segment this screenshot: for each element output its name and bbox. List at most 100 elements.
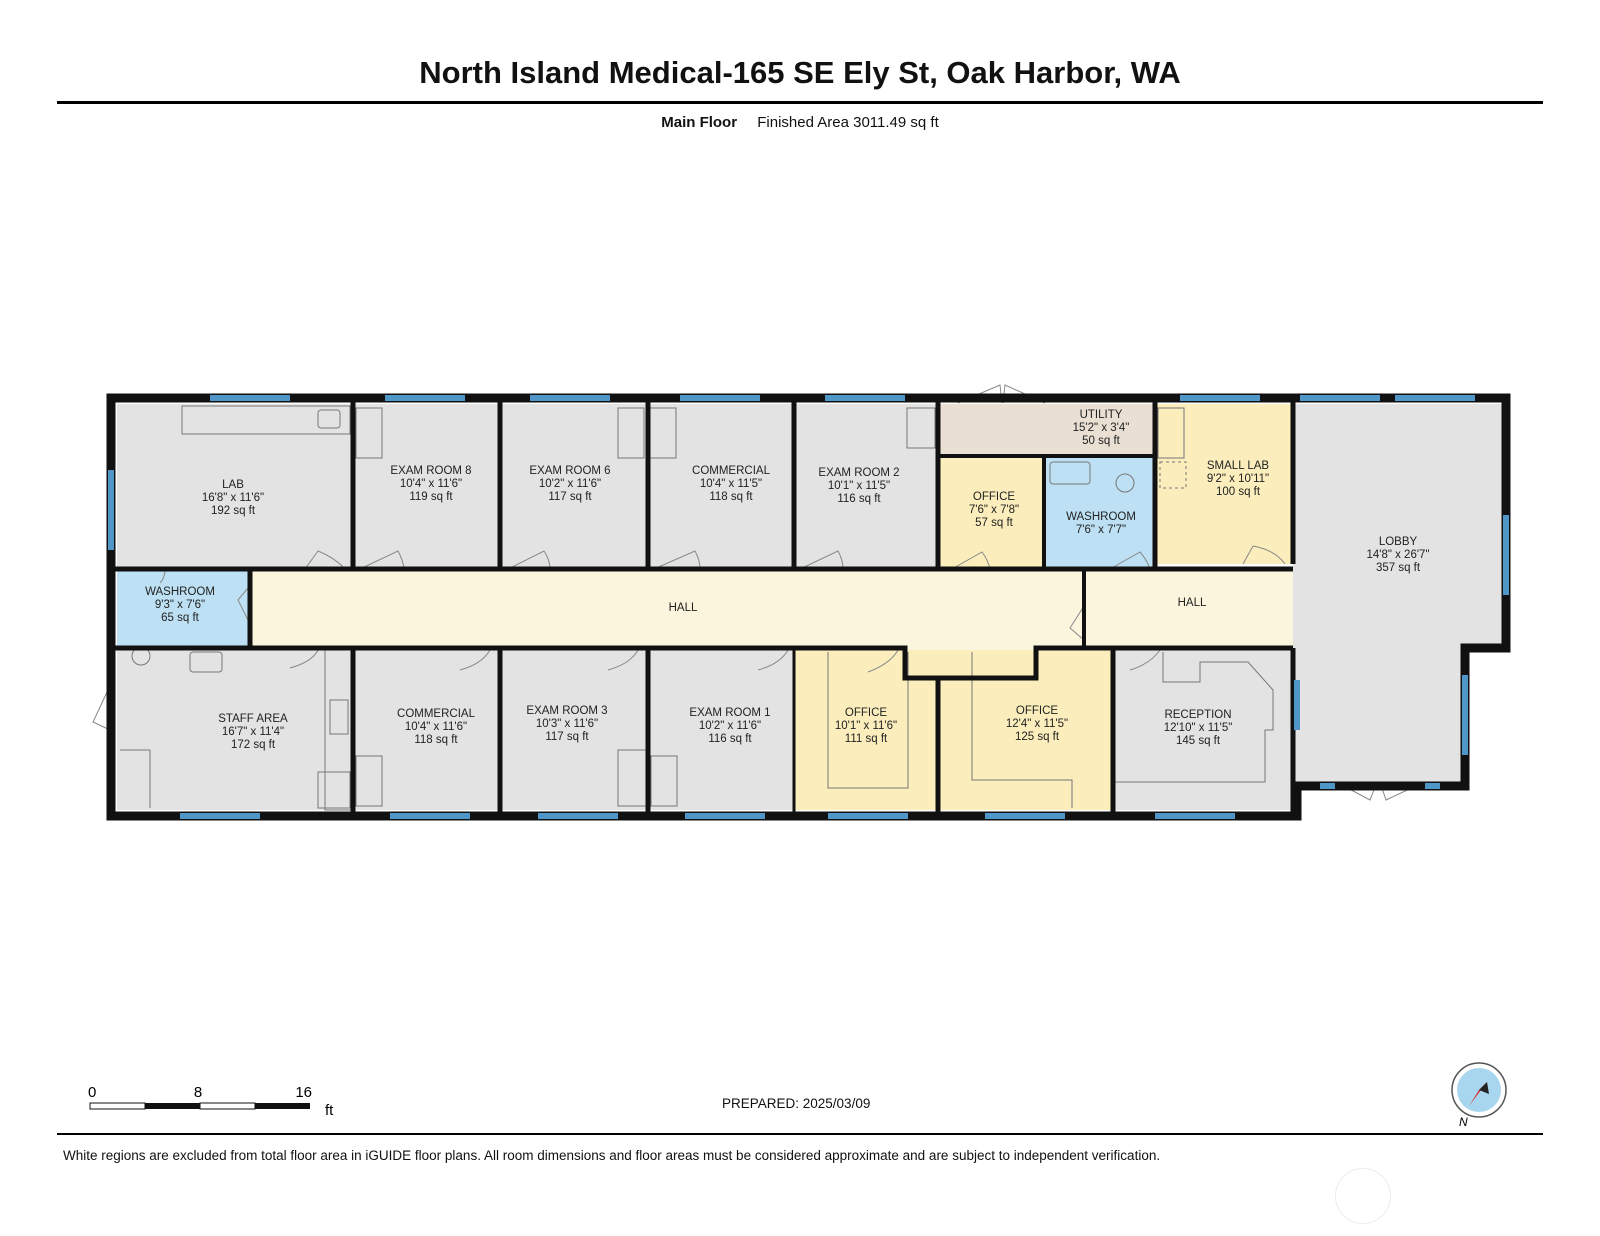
room-name: OFFICE — [845, 707, 887, 719]
room-name: RECEPTION — [1164, 709, 1231, 721]
sink-staff-icon — [329, 699, 349, 735]
room-dims: 10'2" x 11'6" — [539, 478, 601, 490]
room-dims: 12'10" x 11'5" — [1164, 722, 1233, 734]
room-area: 57 sq ft — [975, 517, 1014, 529]
room-fill-office-sm — [938, 456, 1044, 569]
door-small-lab — [1242, 545, 1286, 565]
room-dims: 9'2" x 10'11" — [1207, 473, 1269, 485]
sink-washroom-top-icon — [1049, 461, 1091, 485]
room-fill-staff — [117, 650, 353, 810]
room-name: STAFF AREA — [218, 713, 288, 725]
counter-office-a — [827, 652, 909, 789]
sink-exam1-icon — [650, 755, 678, 807]
room-fill-utility — [938, 404, 1155, 456]
room-fill-comm-top — [648, 404, 794, 569]
room-area: 111 sq ft — [845, 733, 888, 745]
sink-exam8-icon — [355, 407, 383, 459]
room-dims: 14'8" x 26'7" — [1366, 549, 1429, 561]
toilet-washroom-top-icon — [1115, 473, 1135, 493]
room-fills — [117, 404, 1502, 810]
room-area: 125 sq ft — [1015, 731, 1060, 743]
room-dims: 9'3" x 7'6" — [155, 599, 205, 611]
room-area: 117 sq ft — [548, 491, 592, 503]
compass-north-label: N — [1459, 1115, 1468, 1129]
room-dims: 16'8" x 11'6" — [202, 492, 264, 504]
room-area: 357 sq ft — [1376, 562, 1421, 574]
room-name: WASHROOM — [145, 586, 215, 598]
sink-exam2-icon — [906, 407, 936, 449]
room-name: HALL — [669, 602, 698, 614]
scale-seg-4 — [255, 1103, 310, 1109]
room-dims: 15'2" x 3'4" — [1073, 422, 1130, 434]
room-name: SMALL LAB — [1207, 460, 1270, 472]
room-area: 117 sq ft — [545, 731, 589, 743]
room-fill-exam6 — [500, 404, 648, 569]
sink-comm-bot-icon — [355, 755, 383, 807]
fridge-staff-icon — [317, 771, 351, 809]
room-fill-exam8 — [353, 404, 500, 569]
sink-lab-icon — [317, 409, 341, 429]
room-fill-reception — [1113, 650, 1293, 810]
room-dims: 10'4" x 11'6" — [400, 478, 462, 490]
scale-seg-3 — [199, 1102, 256, 1110]
room-fill-office-b — [938, 650, 1113, 810]
room-dims: 12'4" x 11'5" — [1006, 718, 1068, 730]
windows — [108, 395, 1509, 819]
sink-small-lab-icon — [1157, 407, 1185, 459]
floor-name: Main Floor — [661, 114, 738, 131]
scale-bar: 0 8 16 ft — [88, 1085, 334, 1119]
room-dims: 10'1" x 11'6" — [835, 720, 897, 732]
sink-exam6-icon — [617, 407, 645, 459]
room-fill-exam1 — [648, 650, 794, 810]
room-label-hall-east: HALL — [1178, 597, 1207, 609]
room-name: EXAM ROOM 8 — [390, 465, 471, 477]
room-area: 192 sq ft — [211, 505, 256, 517]
door-staff-exterior — [92, 689, 111, 731]
scale-tick-0: 0 — [88, 1085, 96, 1101]
compass: N — [1451, 1062, 1507, 1129]
page-title: North Island Medical-165 SE Ely St, Oak … — [419, 55, 1181, 90]
wall-south-corridor — [111, 645, 1293, 681]
finished-area: Finished Area 3011.49 sq ft — [757, 114, 939, 131]
room-area: 116 sq ft — [708, 733, 752, 745]
room-fill-exam2 — [794, 404, 938, 569]
room-area: 116 sq ft — [837, 493, 881, 505]
room-fill-washroom-top — [1044, 456, 1155, 569]
room-dims: 16'7" x 11'4" — [222, 726, 284, 738]
room-fill-exam3 — [500, 650, 648, 810]
room-name: LOBBY — [1379, 536, 1418, 548]
room-name: COMMERCIAL — [397, 708, 476, 720]
room-name: UTILITY — [1080, 409, 1123, 421]
disclaimer: White regions are excluded from total fl… — [63, 1148, 1161, 1163]
title-divider — [57, 101, 1543, 104]
room-area: 50 sq ft — [1082, 435, 1121, 447]
room-name: OFFICE — [1016, 705, 1058, 717]
room-fill-comm-bot — [353, 650, 500, 810]
room-name: WASHROOM — [1066, 511, 1136, 523]
counter-office-b — [971, 652, 1073, 808]
footer-divider — [57, 1133, 1543, 1135]
room-dims: 7'6" x 7'7" — [1076, 524, 1126, 536]
room-dims: 10'4" x 11'5" — [700, 478, 762, 490]
room-name: OFFICE — [973, 491, 1015, 503]
room-name: EXAM ROOM 6 — [529, 465, 610, 477]
prepared-date: PREPARED: 2025/03/09 — [722, 1096, 871, 1111]
room-name: HALL — [1178, 597, 1207, 609]
